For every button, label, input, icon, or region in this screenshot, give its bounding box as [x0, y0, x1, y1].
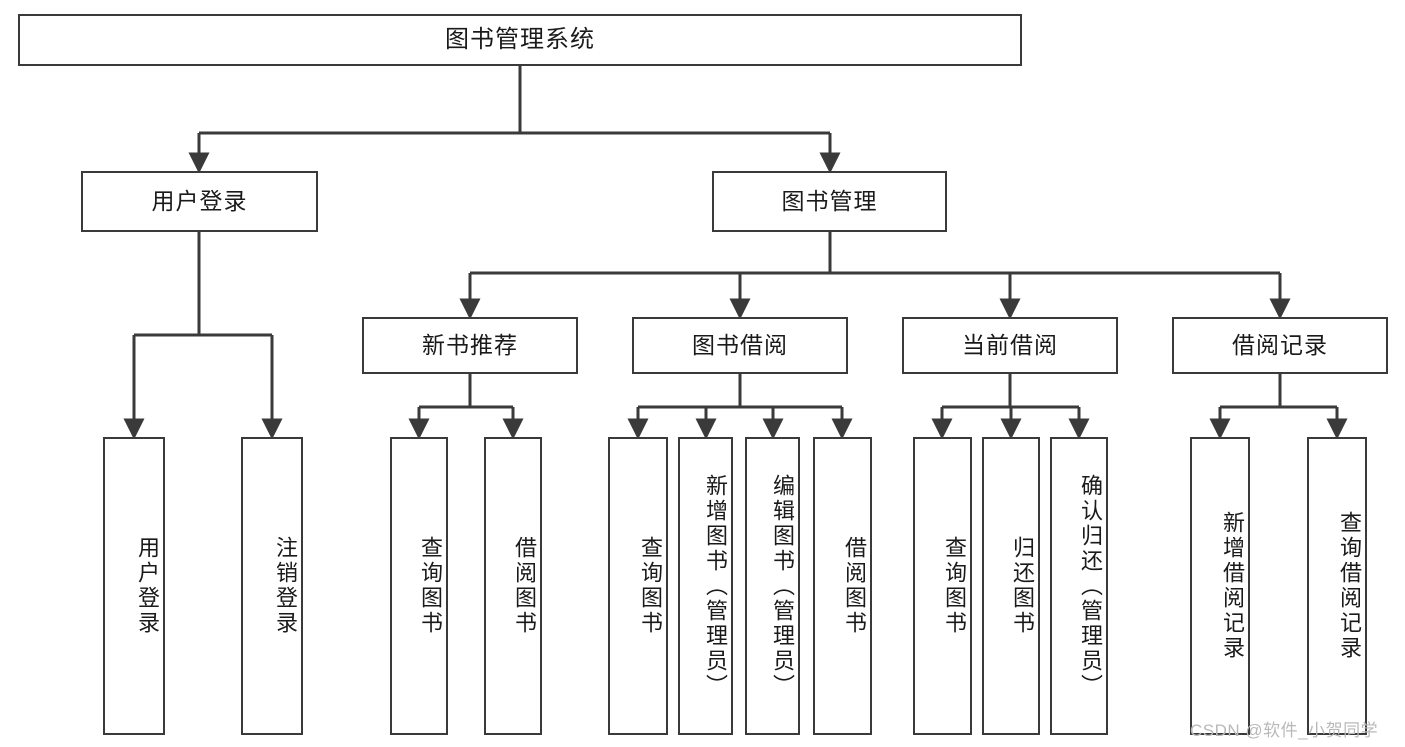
node-leaf-confirm-return[interactable]: 确认归还（管理员） — [1050, 437, 1108, 735]
node-leaf-query-book-3[interactable]: 查询图书 — [913, 437, 972, 735]
node-leaf-add-record-label: 新增借阅记录 — [1220, 511, 1245, 661]
node-leaf-user-login-label: 用户登录 — [135, 536, 160, 636]
node-leaf-edit-book-label: 编辑图书（管理员） — [770, 473, 795, 699]
node-leaf-return-book-label: 归还图书 — [1010, 536, 1035, 636]
node-new-book-rec[interactable]: 新书推荐 — [362, 317, 578, 374]
csdn-watermark-text: CSDN @软件_小贺同学 — [1190, 721, 1379, 740]
node-book-manage[interactable]: 图书管理 — [712, 171, 947, 232]
node-borrow-record-label: 借阅记录 — [1232, 331, 1328, 358]
node-current-borrow[interactable]: 当前借阅 — [902, 317, 1118, 374]
node-leaf-query-record[interactable]: 查询借阅记录 — [1307, 437, 1367, 735]
csdn-watermark: CSDN @软件_小贺同学 — [1190, 716, 1378, 741]
node-leaf-borrow-book-2[interactable]: 借阅图书 — [813, 437, 872, 735]
node-leaf-add-book-label: 新增图书（管理员） — [703, 473, 728, 699]
node-current-borrow-label: 当前借阅 — [962, 331, 1058, 358]
node-user-login[interactable]: 用户登录 — [81, 171, 318, 232]
node-root-label: 图书管理系统 — [445, 25, 595, 53]
node-root[interactable]: 图书管理系统 — [18, 14, 1022, 66]
node-leaf-user-logout-label: 注销登录 — [273, 536, 298, 636]
node-leaf-return-book[interactable]: 归还图书 — [982, 437, 1040, 735]
node-book-borrow-label: 图书借阅 — [692, 331, 788, 358]
node-leaf-query-book-2-label: 查询图书 — [638, 536, 663, 636]
node-leaf-borrow-book-2-label: 借阅图书 — [842, 536, 867, 636]
node-leaf-query-book-2[interactable]: 查询图书 — [608, 437, 668, 735]
node-leaf-borrow-book-1-label: 借阅图书 — [512, 536, 537, 636]
node-leaf-query-book-1-label: 查询图书 — [418, 536, 443, 636]
node-leaf-user-login[interactable]: 用户登录 — [103, 437, 165, 735]
node-book-borrow[interactable]: 图书借阅 — [632, 317, 848, 374]
node-book-manage-label: 图书管理 — [781, 187, 878, 214]
node-leaf-borrow-book-1[interactable]: 借阅图书 — [484, 437, 542, 735]
node-leaf-edit-book[interactable]: 编辑图书（管理员） — [745, 437, 800, 735]
node-leaf-add-book[interactable]: 新增图书（管理员） — [678, 437, 733, 735]
node-borrow-record[interactable]: 借阅记录 — [1172, 317, 1388, 374]
node-leaf-query-book-3-label: 查询图书 — [942, 536, 967, 636]
node-leaf-confirm-return-label: 确认归还（管理员） — [1078, 473, 1103, 699]
node-new-book-rec-label: 新书推荐 — [422, 331, 518, 358]
node-leaf-add-record[interactable]: 新增借阅记录 — [1190, 437, 1250, 735]
node-leaf-query-book-1[interactable]: 查询图书 — [390, 437, 448, 735]
node-user-login-label: 用户登录 — [151, 187, 248, 214]
node-leaf-query-record-label: 查询借阅记录 — [1337, 511, 1362, 661]
node-leaf-user-logout[interactable]: 注销登录 — [241, 437, 303, 735]
